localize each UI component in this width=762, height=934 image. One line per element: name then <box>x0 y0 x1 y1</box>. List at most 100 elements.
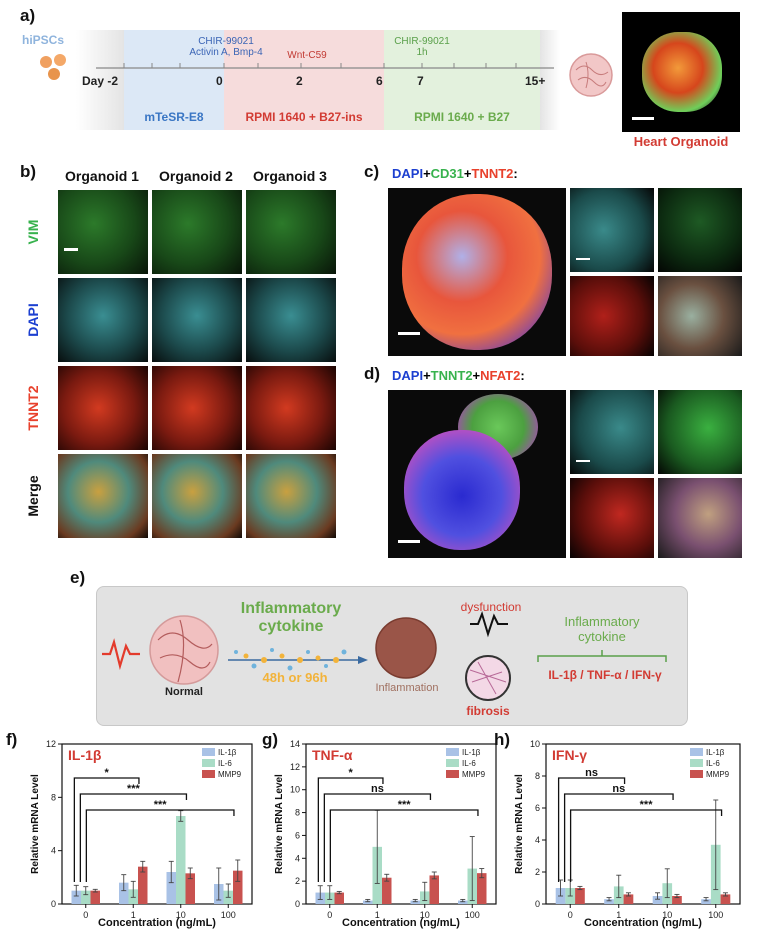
col-title-organoid-2: Organoid 2 <box>159 168 233 184</box>
bar <box>575 888 585 904</box>
significance-bracket <box>563 793 674 882</box>
significance-label: *** <box>640 799 654 811</box>
time-label: 48h or 96h <box>262 670 328 685</box>
hipsc-cells-icon <box>40 54 66 80</box>
significance-bracket <box>329 809 479 882</box>
panel-b-image-r0-c0 <box>58 190 148 274</box>
significance-bracket <box>79 793 188 882</box>
fibrosis-icon <box>465 655 511 701</box>
panel-c-tnnt2-image <box>570 276 654 356</box>
panel-label-b: b) <box>20 162 37 181</box>
bar <box>138 866 148 904</box>
x-tick-label: 10 <box>176 910 186 920</box>
y-tick-label: 4 <box>295 853 300 863</box>
plot-frame <box>545 743 741 905</box>
bar <box>604 899 614 904</box>
panel-b-image-r1-c2 <box>246 278 336 362</box>
panel-c-main-image <box>388 188 566 356</box>
hipsc-label: hiPSCs <box>22 33 65 47</box>
panel-d-merge-image <box>658 478 742 558</box>
panel-b-image-r3-c1 <box>152 454 242 538</box>
day-label-4: 7 <box>417 74 424 88</box>
panel-b-image-r3-c2 <box>246 454 336 538</box>
legend-label: IL-1β <box>462 748 481 757</box>
significance-bracket <box>569 809 723 882</box>
row-label-merge: Merge <box>25 475 41 517</box>
bar <box>233 870 243 904</box>
panel-b-image-r0-c1 <box>152 190 242 274</box>
y-tick-label: 0 <box>51 899 56 909</box>
y-tick-label: 6 <box>295 830 300 840</box>
panel-c-title: DAPI+CD31+TNNT2: <box>392 166 518 181</box>
chart-title: IFN-γ <box>552 747 587 763</box>
legend-swatch <box>690 770 703 778</box>
medium-label-0: mTeSR-E8 <box>144 110 204 124</box>
significance-label: * <box>349 767 354 779</box>
y-tick-label: 10 <box>530 739 540 749</box>
x-tick-label: 100 <box>221 910 236 920</box>
wnt-label: Wnt-C59 <box>287 50 327 61</box>
day-label-5: 15+ <box>525 74 546 88</box>
inflamed-organoid-icon <box>375 617 437 679</box>
row-label-dapi: DAPI <box>25 303 41 337</box>
panel-b-image-r2-c1 <box>152 366 242 450</box>
x-tick-label: 0 <box>327 910 332 920</box>
bar <box>363 900 373 904</box>
normal-label: Normal <box>165 686 203 698</box>
day-label-3: 6 <box>376 74 383 88</box>
panel-label-f: f) <box>6 730 18 749</box>
panel-label-d: d) <box>364 364 381 383</box>
x-tick-label: 0 <box>83 910 88 920</box>
significance-bracket <box>85 809 235 882</box>
bar <box>458 900 468 904</box>
row-label-vim: VIM <box>25 219 41 245</box>
y-tick-label: 2 <box>295 876 300 886</box>
significance-label: *** <box>154 799 168 811</box>
y-tick-label: 4 <box>535 835 540 845</box>
panel-d-dapi-image <box>570 390 654 474</box>
significance-label: *** <box>398 799 412 811</box>
y-tick-label: 0 <box>295 899 300 909</box>
significance-bracket <box>557 777 626 882</box>
panel-c-merge-image <box>658 276 742 356</box>
y-axis-label: Relative mRNA Level <box>274 774 285 874</box>
day-label-2: 2 <box>296 74 303 88</box>
day-label-0: Day -2 <box>82 74 119 88</box>
x-axis-label: Concentration (ng/mL) <box>584 917 702 929</box>
legend-label: MMP9 <box>462 770 486 779</box>
bar <box>176 816 186 904</box>
panel-c-cd31-image <box>658 188 742 272</box>
schematic-graphics <box>102 610 667 701</box>
plot-frame <box>305 743 497 905</box>
significance-label: *** <box>127 783 141 795</box>
significance-label: ns <box>371 783 384 795</box>
dysfunction-icon <box>470 610 508 638</box>
x-tick-label: 1 <box>131 910 136 920</box>
x-tick-label: 1 <box>616 910 621 920</box>
legend-swatch <box>202 748 215 756</box>
x-tick-label: 100 <box>465 910 480 920</box>
bar <box>410 900 420 904</box>
y-tick-label: 2 <box>535 867 540 877</box>
y-tick-label: 4 <box>51 846 56 856</box>
day-label-1: 0 <box>216 74 223 88</box>
bar <box>119 882 129 904</box>
legend-label: IL-6 <box>706 759 720 768</box>
stage-green <box>384 30 540 130</box>
significance-bracket <box>317 777 384 882</box>
y-axis-label: Relative mRNA Level <box>30 774 41 874</box>
arrow-icon <box>358 656 368 664</box>
bar <box>166 872 176 904</box>
legend-label: MMP9 <box>706 770 730 779</box>
legend-swatch <box>690 759 703 767</box>
medium-label-1: RPMI 1640 + B27-ins <box>245 110 363 124</box>
panel-b-image-r3-c0 <box>58 454 148 538</box>
col-title-organoid-3: Organoid 3 <box>253 168 327 184</box>
legend-label: MMP9 <box>218 770 242 779</box>
legend-swatch <box>446 759 459 767</box>
x-axis-label: Concentration (ng/mL) <box>98 917 216 929</box>
panel-d-title: DAPI+TNNT2+NFAT2: <box>392 368 525 383</box>
